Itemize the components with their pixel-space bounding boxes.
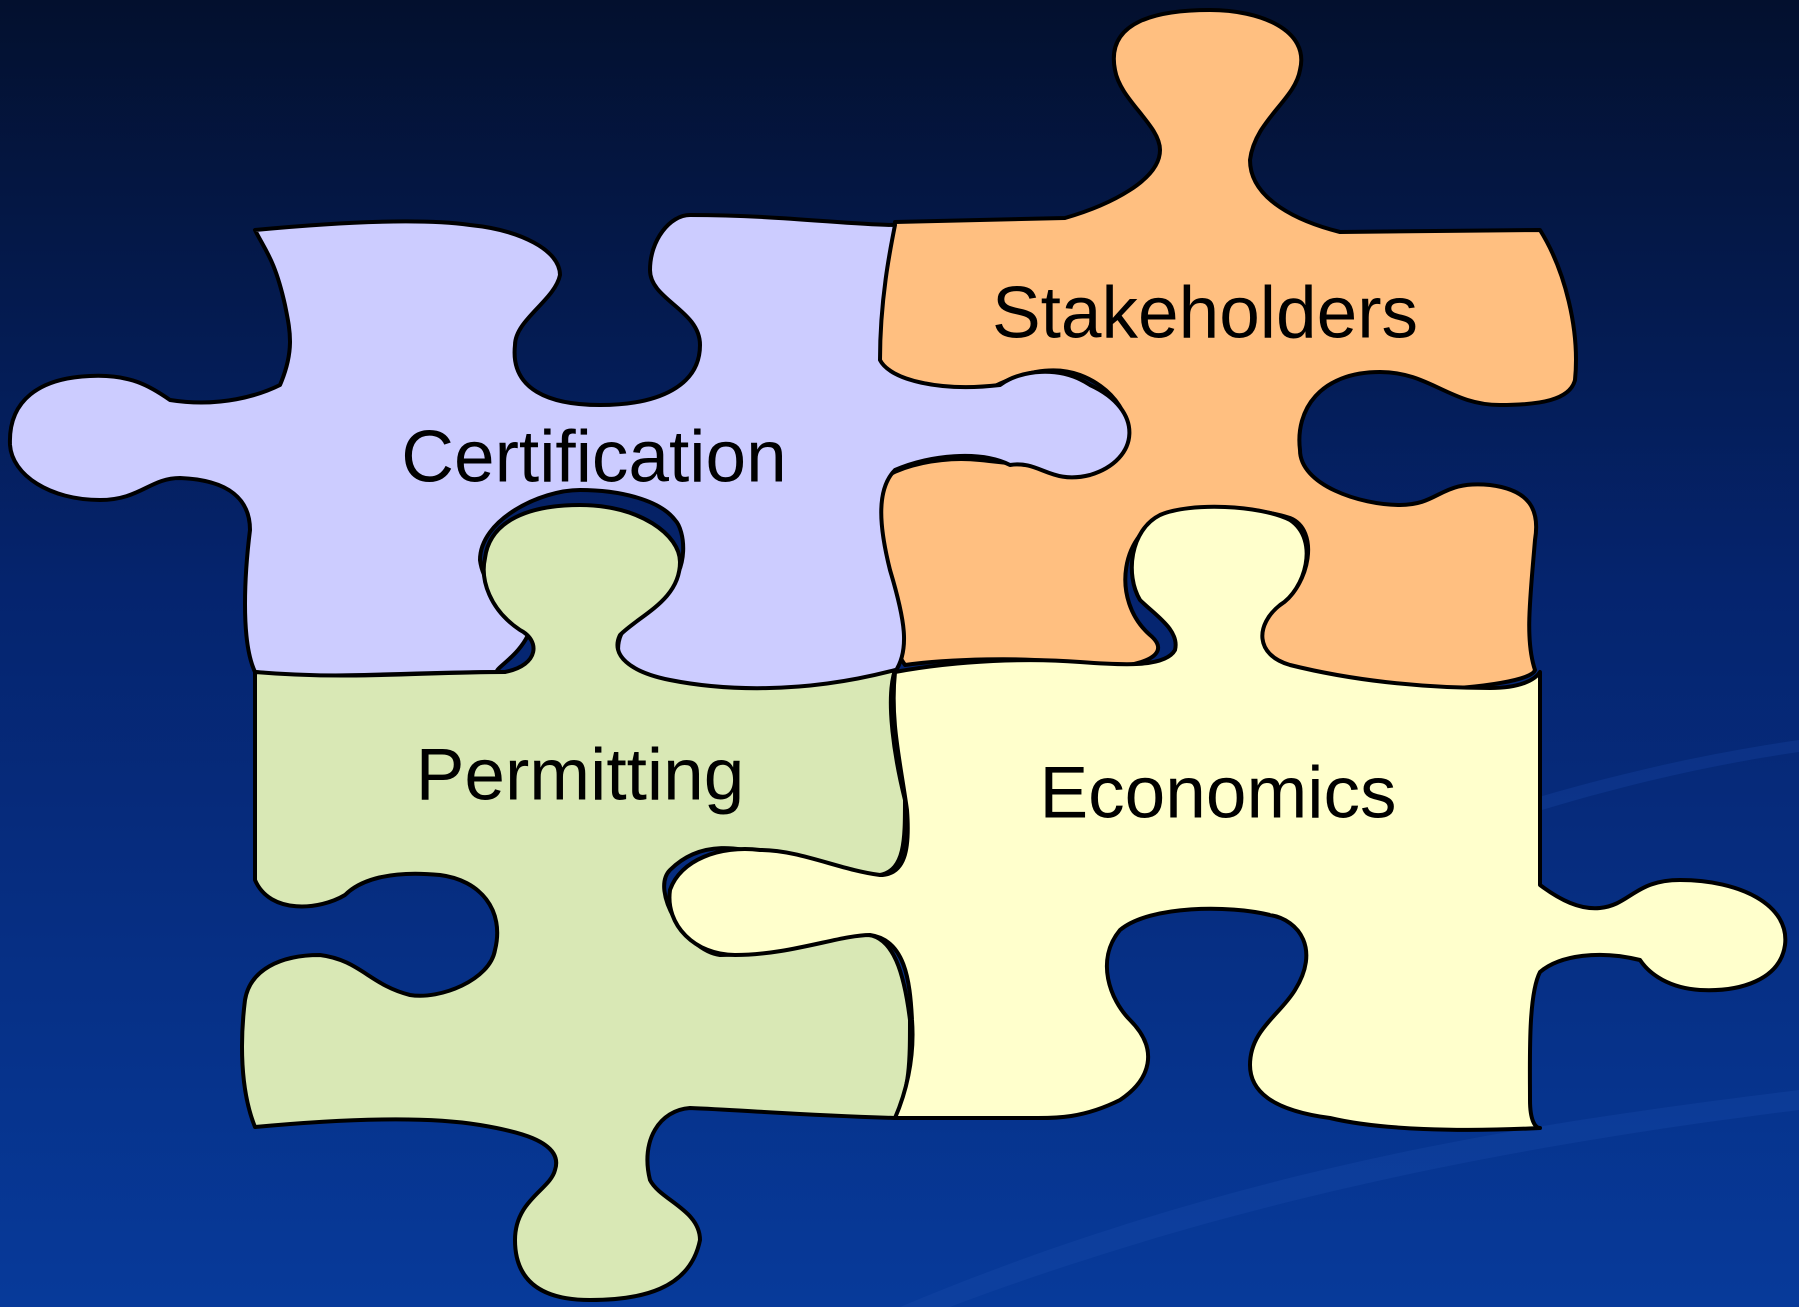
label-certification: Certification (401, 416, 786, 497)
label-permitting: Permitting (416, 734, 745, 815)
background-swoosh (900, 1090, 1799, 1307)
label-economics: Economics (1039, 752, 1396, 833)
label-stakeholders: Stakeholders (992, 272, 1418, 353)
puzzle-piece-economics (667, 504, 1788, 1132)
